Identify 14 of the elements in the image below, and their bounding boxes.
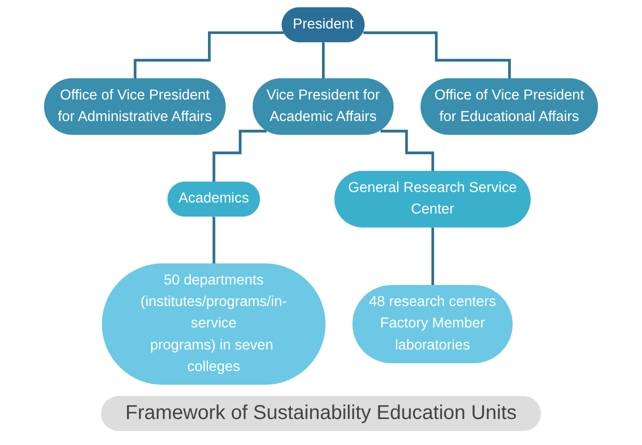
connector <box>212 130 267 184</box>
connector <box>431 226 434 287</box>
node-box: General Research Service Center <box>334 170 531 228</box>
node-box: President <box>282 7 365 42</box>
caption: Framework of Sustainability Education Units <box>101 396 541 431</box>
node-box: Office of Vice President for Educational Affairs <box>420 78 598 135</box>
connector <box>322 41 325 80</box>
node-box: Vice President for Academic Affairs <box>252 78 394 135</box>
connector <box>212 216 216 266</box>
connector <box>380 130 434 173</box>
connector <box>134 31 284 80</box>
connector <box>363 31 512 80</box>
node-box: Academics <box>167 182 260 217</box>
node-box: Office of Vice President for Administrative Affairs <box>44 78 226 135</box>
